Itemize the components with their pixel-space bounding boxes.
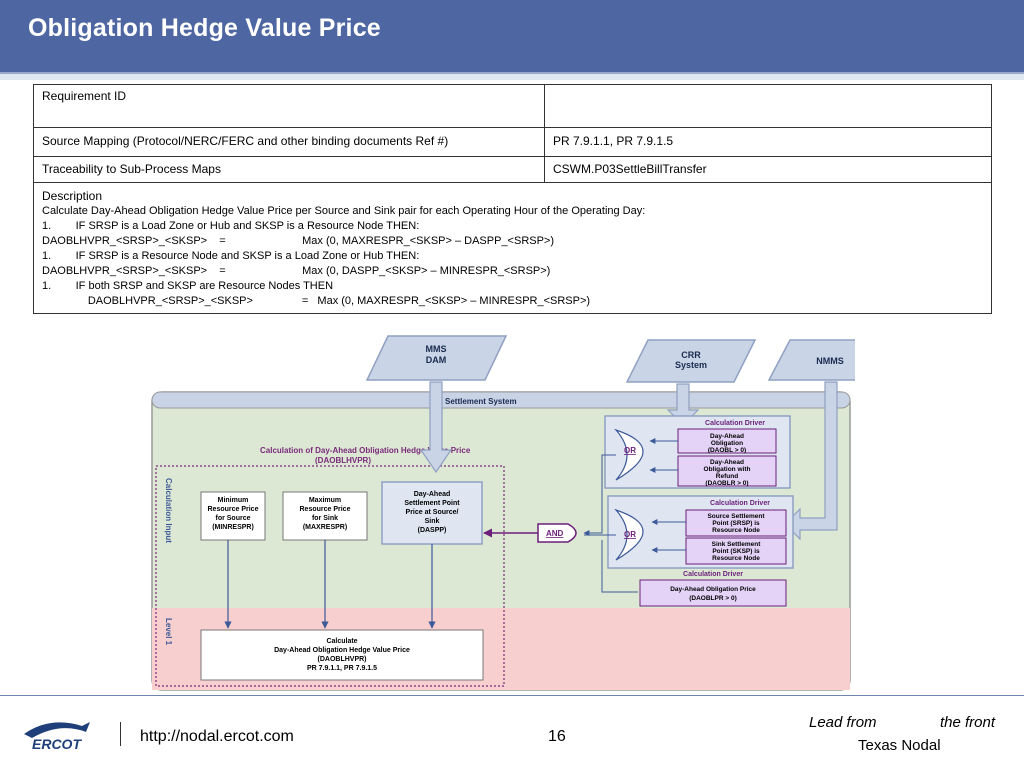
calculation-driver-2: Calculation Driver OR Source Settlement … (607, 495, 794, 569)
box-label: Price at Source/ (406, 509, 459, 516)
header-bar (0, 0, 1024, 74)
description-line: DAOBLHVPR_<SRSP>_<SKSP> = Max (0, MAXRES… (42, 235, 555, 247)
table-row: Description Calculate Day-Ahead Obligati… (33, 182, 992, 314)
description-line: 1. IF SRSP is a Resource Node and SKSP i… (42, 250, 420, 262)
logo-text: ERCOT (32, 736, 82, 752)
box-label: Point (SKSP) is (712, 548, 760, 555)
driver-label: Calculation Driver (710, 500, 770, 507)
nmms-label: NMMS (816, 356, 844, 366)
page-number: 16 (548, 728, 566, 745)
box-label: (MINRESPR) (212, 524, 254, 531)
box-label: Sink Settlement (712, 541, 762, 548)
description-line: Calculate Day-Ahead Obligation Hedge Val… (42, 205, 646, 217)
settlement-system-label: Settlement System (445, 397, 517, 406)
crr-label: CRR (681, 350, 701, 360)
calc-title-line1: Calculation of Day-Ahead Obligation Hedg… (260, 446, 471, 455)
box-label: Sink (425, 518, 440, 525)
calculation-input-label: Calculation Input (164, 478, 173, 543)
max-price-box: Maximum Resource Price for Sink (MAXRESP… (282, 491, 368, 541)
crr-system-node: CRR System (625, 339, 757, 383)
table-row: Source Mapping (Protocol/NERC/FERC and o… (33, 127, 992, 157)
logo-swoosh-icon (24, 722, 90, 738)
mms-label: MMS (426, 344, 447, 354)
driver-label: Calculation Driver (683, 571, 743, 578)
box-label: PR 7.9.1.1, PR 7.9.1.5 (307, 665, 377, 672)
box-label: Day-Ahead (710, 433, 744, 440)
table-cell: Requirement ID (33, 84, 545, 128)
level-label: Level 1 (164, 618, 173, 646)
crr-system-label: System (675, 360, 707, 370)
box-label: Maximum (309, 497, 341, 504)
box-label: (DASPP) (418, 527, 447, 534)
nmms-node: NMMS (767, 339, 902, 381)
box-label: Obligation with (704, 466, 751, 473)
footer-url[interactable]: http://nodal.ercot.com (140, 728, 294, 745)
settlement-diagram: Settlement System Calculation of Day-Ahe… (150, 330, 902, 692)
box-label: Day-Ahead (710, 459, 744, 466)
page-title: Obligation Hedge Value Price (28, 14, 381, 42)
box-label: Obligation (711, 440, 743, 447)
tagline-texas-nodal: Texas Nodal (858, 737, 941, 754)
box-label: Resource Price (300, 506, 351, 513)
box-label: Day-Ahead (414, 491, 451, 498)
description-cell: Description Calculate Day-Ahead Obligati… (33, 182, 992, 314)
box-label: Resource Price (208, 506, 259, 513)
calculation-driver-3: Calculation Driver Day-Ahead Obligation … (639, 571, 787, 607)
tagline-the-front: the front (940, 714, 996, 731)
calc-title-line2: (DAOBLHVPR) (315, 456, 371, 465)
or-label: OR (624, 446, 636, 455)
or-gate-icon (614, 508, 644, 561)
input-region (155, 465, 505, 687)
box-label: Settlement Point (404, 500, 460, 507)
box-label: Calculate (326, 638, 357, 645)
table-row: Requirement ID (33, 84, 992, 128)
description-line: DAOBLHVPR_<SRSP>_<SKSP> = Max (0, DASPP_… (42, 265, 551, 277)
mms-arrow (419, 381, 453, 474)
box-label: Source Settlement (707, 513, 765, 520)
box-label: Day-Ahead Obligation Hedge Value Price (274, 647, 410, 654)
calculate-box: Calculate Day-Ahead Obligation Hedge Val… (200, 629, 484, 681)
daspp-box: Day-Ahead Settlement Point Price at Sour… (381, 481, 483, 545)
box-label: Minimum (218, 497, 249, 504)
box-label: (DAOBLHVPR) (318, 656, 367, 663)
ercot-logo: ERCOT (20, 712, 104, 756)
box-label: Resource Node (712, 555, 760, 562)
footer-separator (120, 722, 121, 746)
dam-label: DAM (426, 355, 447, 365)
requirements-table: Requirement ID Source Mapping (Protocol/… (33, 84, 992, 314)
table-cell (544, 84, 992, 128)
header-stripe (0, 72, 1024, 80)
footer-divider (0, 695, 1024, 696)
box-label: for Sink (312, 515, 338, 522)
driver-label: Calculation Driver (705, 420, 765, 427)
and-label: AND (546, 529, 564, 538)
description-line: DAOBLHVPR_<SRSP>_<SKSP> = Max (0, MAXRES… (42, 295, 591, 307)
or-label: OR (624, 530, 636, 539)
tagline-lead-from: Lead from (809, 714, 877, 731)
box-label: (DAOBL > 0) (708, 447, 746, 454)
table-cell: Source Mapping (Protocol/NERC/FERC and o… (33, 127, 545, 157)
flow-arrow (601, 540, 638, 593)
box-label: Point (SRSP) is (712, 520, 760, 527)
box-label: Resource Node (712, 527, 760, 534)
box-label: (DAOBLPR > 0) (689, 595, 737, 602)
box-label: for Source (215, 515, 250, 522)
box-label: Day-Ahead Obligation Price (670, 586, 756, 593)
description-heading: Description (42, 189, 103, 203)
description-line: 1. IF both SRSP and SKSP are Resource No… (42, 280, 334, 292)
table-cell: PR 7.9.1.1, PR 7.9.1.5 (544, 127, 992, 157)
box-label: (DAOBLR > 0) (705, 480, 748, 487)
calculation-driver-1: Calculation Driver OR Day-Ahead Obligati… (604, 415, 791, 489)
and-gate: AND (537, 523, 577, 543)
box-label: Refund (716, 473, 738, 480)
table-cell: CSWM.P03SettleBillTransfer (544, 156, 992, 183)
table-row: Traceability to Sub-Process Maps CSWM.P0… (33, 156, 992, 183)
mms-dam-node: MMS DAM (365, 335, 508, 381)
box-label: (MAXRESPR) (303, 524, 347, 531)
flow-arrow (583, 454, 616, 536)
table-cell: Traceability to Sub-Process Maps (33, 156, 545, 183)
or-gate-icon (614, 428, 644, 481)
min-price-box: Minimum Resource Price for Source (MINRE… (200, 491, 266, 541)
description-line: 1. IF SRSP is a Load Zone or Hub and SKS… (42, 220, 420, 232)
